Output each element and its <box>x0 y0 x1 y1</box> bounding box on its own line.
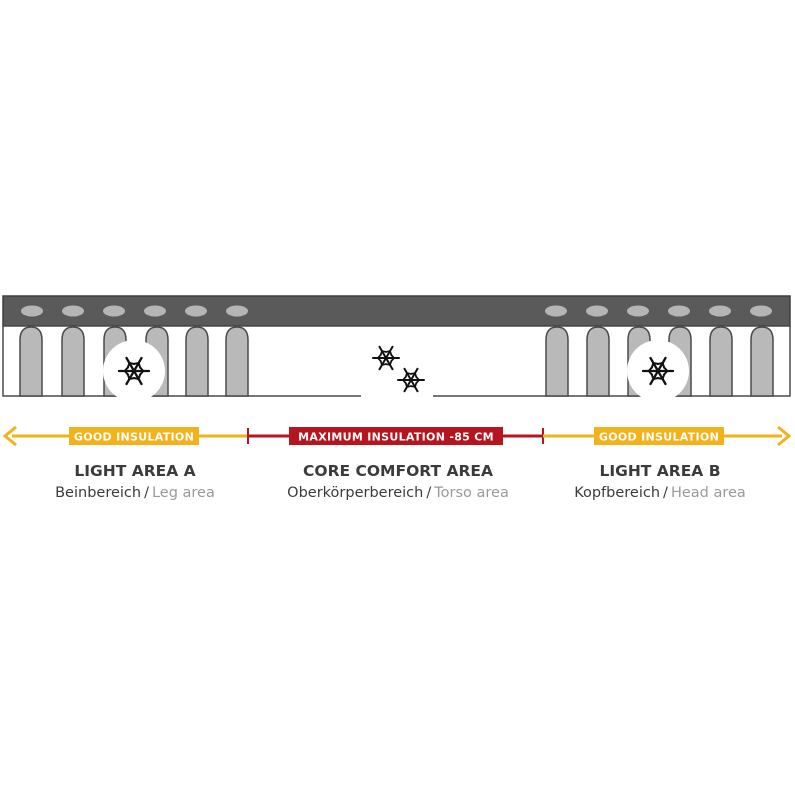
zone-subtitle: Beinbereich/Leg area <box>55 485 215 501</box>
mat-hole <box>226 305 248 317</box>
snowflake-badge-right <box>627 340 689 402</box>
air-tube <box>709 326 733 397</box>
zone-badge-label: GOOD INSULATION <box>74 431 194 444</box>
zone-arrow-left: GOOD INSULATION <box>2 425 249 447</box>
snowflake-icon <box>641 356 675 386</box>
zone-subtitle-separator: / <box>426 485 431 501</box>
mat-top-layer <box>2 295 791 327</box>
mat-hole <box>668 305 690 317</box>
air-tube <box>19 326 43 397</box>
zone-badge-label: MAXIMUM INSULATION -85 CM <box>298 431 494 444</box>
air-tube <box>61 326 85 397</box>
mat-hole <box>185 305 207 317</box>
zone-subtitle-separator: / <box>144 485 149 501</box>
zone-label-left: LIGHT AREA A Beinbereich/Leg area <box>55 462 215 501</box>
mat-hole <box>627 305 649 317</box>
zone-subtitle-en: Leg area <box>152 485 215 501</box>
zone-title: CORE COMFORT AREA <box>303 462 493 480</box>
air-tube <box>545 326 569 397</box>
zone-subtitle-de: Kopfbereich <box>574 485 660 501</box>
mat-hole <box>103 305 125 317</box>
air-tubes-right <box>545 326 774 397</box>
zone-subtitle-en: Torso area <box>433 485 509 501</box>
mat-hole <box>144 305 166 317</box>
air-tube <box>225 326 249 397</box>
zone-subtitle-en: Head area <box>671 485 746 501</box>
zone-subtitle-de: Beinbereich <box>55 485 141 501</box>
zone-title: LIGHT AREA B <box>599 462 720 480</box>
zone-badge-label: GOOD INSULATION <box>599 431 719 444</box>
zone-subtitle-de: Oberkörperbereich <box>287 485 423 501</box>
mat-hole <box>21 305 43 317</box>
snowflake-icon <box>372 345 400 371</box>
mat-hole <box>62 305 84 317</box>
snowflake-icon <box>117 356 151 386</box>
air-tube <box>750 326 774 397</box>
zone-label-right: LIGHT AREA B Kopfbereich/Head area <box>574 462 746 501</box>
snowflake-badge-left <box>103 340 165 402</box>
zone-arrow-center: MAXIMUM INSULATION -85 CM <box>248 427 544 445</box>
zone-subtitle: Kopfbereich/Head area <box>574 485 746 501</box>
zone-subtitle-separator: / <box>663 485 668 501</box>
mat-hole <box>586 305 608 317</box>
snowflake-badge-center <box>361 329 433 401</box>
air-tube <box>586 326 610 397</box>
mat-top-holes <box>21 305 772 317</box>
mat-hole <box>545 305 567 317</box>
mat-hole <box>709 305 731 317</box>
snowflake-icon <box>397 367 425 393</box>
air-tube <box>185 326 209 397</box>
zone-label-center: CORE COMFORT AREA Oberkörperbereich/Tors… <box>287 462 509 501</box>
zone-subtitle: Oberkörperbereich/Torso area <box>287 485 509 501</box>
mat-hole <box>750 305 772 317</box>
zone-title: LIGHT AREA A <box>74 462 195 480</box>
zone-arrow-right: GOOD INSULATION <box>543 425 792 447</box>
